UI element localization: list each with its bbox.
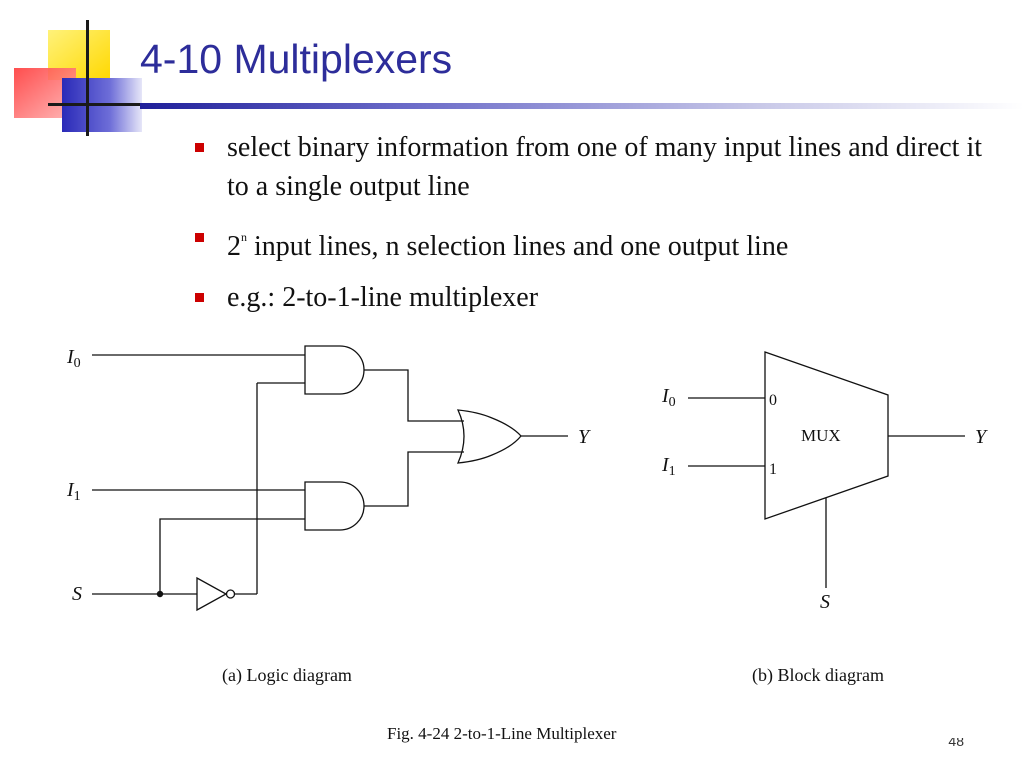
inverter <box>196 576 228 612</box>
page-number: 48 <box>948 738 964 749</box>
bullet-list: select binary information from one of ma… <box>195 128 995 329</box>
logo-horizontal-line <box>48 103 160 106</box>
bullet-item: 2n input lines, n selection lines and on… <box>195 218 995 266</box>
label-i1: I1 <box>66 479 81 504</box>
and-gate-bottom <box>304 481 365 531</box>
or-gate <box>456 409 522 464</box>
bullet-marker <box>195 293 204 302</box>
inverter-bubble <box>225 589 236 599</box>
bullet-item: select binary information from one of ma… <box>195 128 995 206</box>
slide-title: 4-10 Multiplexers <box>140 36 453 82</box>
bullet-text: select binary information from one of ma… <box>227 132 983 202</box>
block-port-1: 1 <box>769 461 777 478</box>
block-label-s: S <box>820 591 830 613</box>
wire-and-top-to-or <box>364 369 464 422</box>
block-label-y: Y <box>975 426 988 448</box>
block-mux-label: MUX <box>801 426 841 445</box>
caption-block-diagram: (b) Block diagram <box>752 665 884 686</box>
bullet-marker <box>195 143 204 152</box>
bullet-superscript: n <box>241 230 247 244</box>
logic-diagram <box>92 345 568 612</box>
bullet-text: e.g.: 2-to-1-line multiplexer <box>227 282 539 313</box>
block-label-i1: I1 <box>661 454 676 479</box>
figure-caption: Fig. 4-24 2-to-1-Line Multiplexer <box>387 724 617 743</box>
wire-s-to-and-bottom <box>159 518 305 594</box>
wire-and-bottom-to-or <box>364 451 464 507</box>
bullet-base: 2 <box>227 231 241 262</box>
decorative-logo <box>14 20 160 136</box>
logo-vertical-line <box>86 20 89 136</box>
title-underline <box>140 103 1024 109</box>
and-gate-top <box>304 345 365 395</box>
bullet-item: e.g.: 2-to-1-line multiplexer <box>195 278 995 317</box>
label-i0: I0 <box>66 346 81 371</box>
label-s: S <box>72 583 82 605</box>
bullet-marker <box>195 233 204 242</box>
bullet-text: input lines, n selection lines and one o… <box>247 231 789 262</box>
block-diagram <box>688 351 965 588</box>
caption-logic-diagram: (a) Logic diagram <box>222 665 352 686</box>
block-port-0: 0 <box>769 392 777 409</box>
block-label-i0: I0 <box>661 385 676 410</box>
junction-dot <box>156 590 164 598</box>
mux-block <box>764 351 889 520</box>
label-y: Y <box>578 426 591 448</box>
